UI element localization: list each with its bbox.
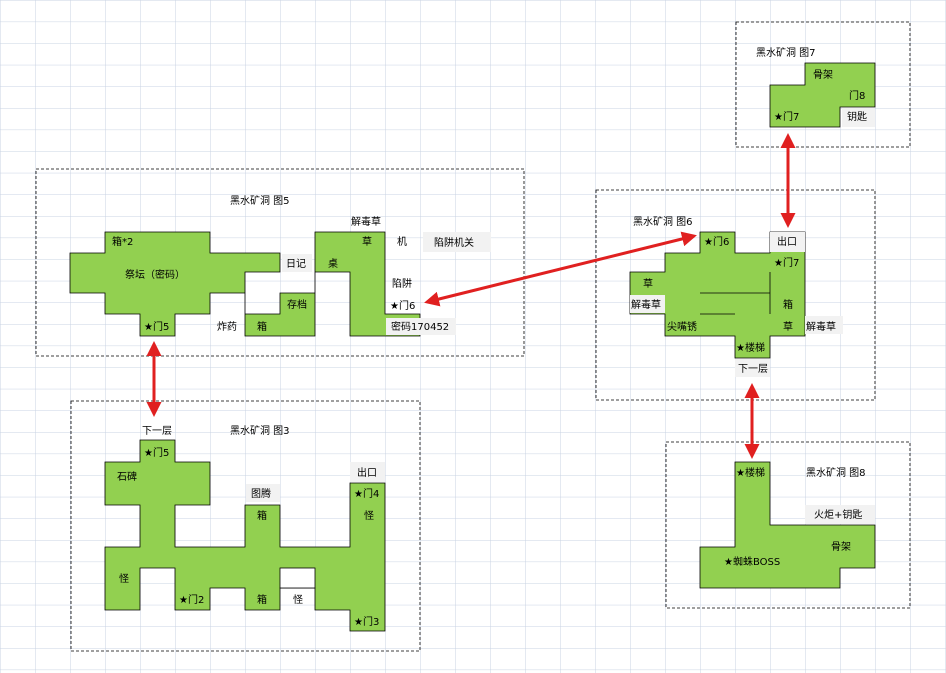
cell-antidote-left: 解毒草 — [631, 298, 661, 311]
cell-trap-switch: 陷阱机关 — [434, 236, 474, 249]
cell-next-floor6: 下一层 — [738, 363, 768, 375]
cell-torch-key: 火炬+钥匙 — [814, 508, 862, 521]
map-fig8: ★楼梯 黑水矿洞 图8 火炬+钥匙 骨架 ★蜘蛛BOSS — [665, 441, 911, 609]
cell-herb: 草 — [362, 236, 372, 248]
cell-totem: 图腾 — [251, 487, 271, 500]
cell-chest6: 箱 — [783, 298, 793, 311]
map-fig5-room — [69, 231, 421, 337]
tag-diary-bg — [282, 254, 312, 272]
map-fig5-title: 黑水矿洞 图5 — [230, 194, 290, 207]
cell-herb6: 草 — [643, 278, 653, 290]
tag-antidote-right-bg — [805, 316, 843, 334]
cell-next-floor: 下一层 — [142, 425, 172, 437]
cell-monster-c: 怪 — [293, 593, 303, 606]
cell-monster-b: 怪 — [119, 572, 129, 585]
cell-door5: ★门5 — [144, 320, 169, 333]
cell-herb6-b: 草 — [783, 321, 793, 333]
cell-chest: 箱 — [257, 320, 267, 333]
cell-stele: 石碑 — [117, 470, 137, 483]
cell-skeleton7: 骨架 — [813, 69, 833, 81]
cell-antidote-herb: 解毒草 — [351, 215, 381, 228]
cell-chest-c: 箱 — [257, 593, 267, 606]
cell-door4: ★门4 — [354, 487, 379, 500]
cell-exit: 出口 — [357, 466, 377, 479]
connector-door6 — [424, 231, 697, 307]
tag-exit6-bg — [770, 232, 805, 252]
cell-door8: 门8 — [849, 89, 865, 102]
cell-mechanism: 机 — [397, 235, 407, 248]
cell-door3: ★门3 — [354, 615, 379, 628]
cell-exit6: 出口 — [777, 235, 797, 248]
map-fig7-room — [769, 62, 876, 128]
map-fig7-frame — [735, 21, 911, 148]
cell-save: 存档 — [287, 298, 307, 311]
cell-explosive: 炸药 — [217, 321, 237, 333]
cell-antidote-right: 解毒草 — [806, 320, 836, 333]
tag-torch-key-bg — [805, 505, 875, 524]
map-fig3-gap — [279, 567, 316, 589]
cell-door7-b: ★门7 — [774, 110, 799, 123]
cell-monster-a: 怪 — [364, 509, 374, 522]
tag-key-bg — [842, 108, 875, 127]
cell-door5-b: ★门5 — [144, 446, 169, 459]
map-fig3-title: 黑水矿洞 图3 — [230, 424, 290, 437]
cell-rust-beak: 尖嘴锈 — [667, 320, 697, 333]
cell-skeleton8: 骨架 — [831, 541, 851, 553]
tag-exit-bg — [350, 462, 385, 482]
cell-password: 密码170452 — [391, 320, 449, 333]
map-fig8-frame — [665, 441, 911, 609]
map-fig7: 黑水矿洞 图7 骨架 门8 ★门7 钥匙 — [735, 21, 911, 148]
cell-trap: 陷阱 — [392, 277, 412, 290]
map-fig7-title: 黑水矿洞 图7 — [756, 46, 816, 59]
cell-door6: ★门6 — [390, 299, 415, 312]
cell-stairs8: ★楼梯 — [736, 466, 765, 479]
cell-key: 钥匙 — [847, 110, 867, 123]
tag-totem-bg — [246, 484, 280, 502]
cell-chest-x2: 箱*2 — [112, 235, 133, 248]
cell-spider-boss: ★蜘蛛BOSS — [724, 555, 780, 568]
cell-door7: ★门7 — [774, 256, 799, 269]
cell-table: 桌 — [328, 257, 338, 270]
tag-next-floor6-bg — [735, 359, 770, 377]
map-fig8-room — [699, 461, 876, 589]
map-fig6-title: 黑水矿洞 图6 — [633, 215, 693, 228]
map-fig8-title: 黑水矿洞 图8 — [806, 466, 866, 479]
cell-altar: 祭坛（密码） — [125, 268, 185, 281]
cell-chest-b: 箱 — [257, 509, 267, 522]
connectors — [146, 133, 796, 459]
map-fig3-frame — [70, 400, 421, 652]
cell-diary: 日记 — [286, 258, 306, 270]
cell-stairs: ★楼梯 — [736, 341, 765, 354]
map-fig3: 下一层 黑水矿洞 图3 ★门5 石碑 图腾 箱 出口 ★门4 怪 怪 ★门2 箱… — [70, 400, 421, 652]
cell-door6-b: ★门6 — [704, 235, 729, 248]
cell-door2: ★门2 — [179, 593, 204, 606]
tag-password-bg — [386, 318, 456, 335]
